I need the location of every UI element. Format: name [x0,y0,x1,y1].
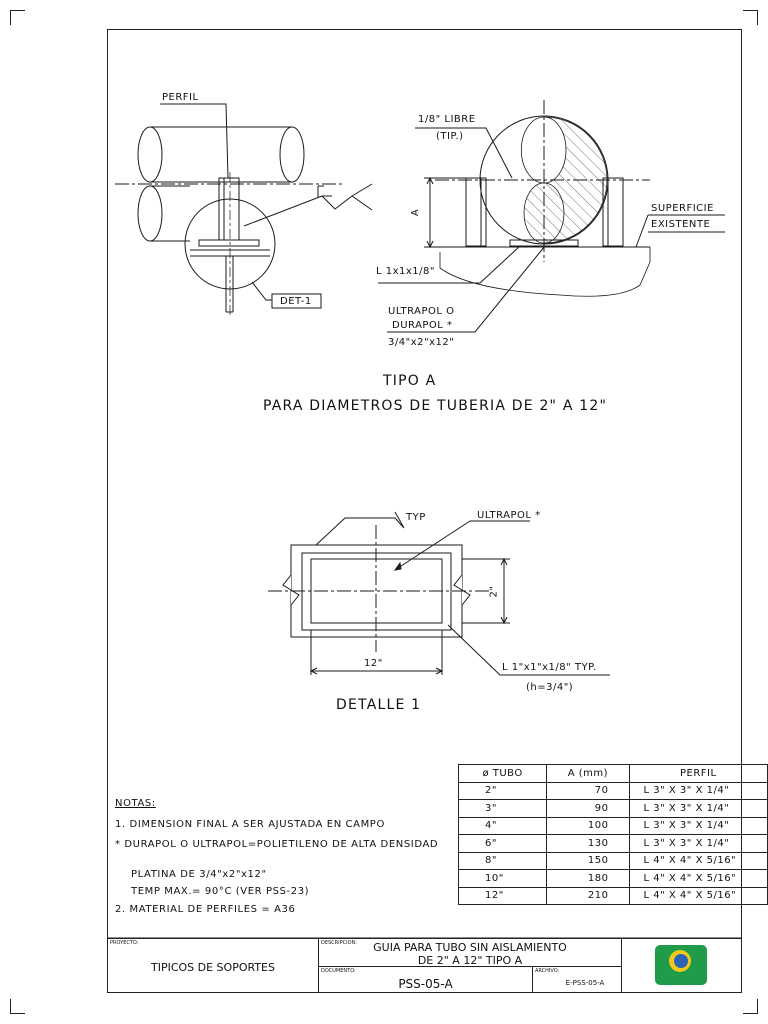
table-row: 12" 210 L 4" X 4" X 5/16" [457,886,768,905]
note-1: 1. DIMENSION FINAL A SER AJUSTADA EN CAM… [115,818,385,830]
file-cell: ARCHIVO: E-PSS-05-A [532,966,622,993]
cell-perfil: L 3" X 3" X 1/4" [628,799,768,818]
description-line-1: GUIA PARA TUBO SIN AISLAMIENTO [373,941,567,954]
libre-label: 1/8" LIBRE [418,114,476,125]
table-row: 10" 180 L 4" X 4" X 5/16" [457,869,768,888]
range-title: PARA DIAMETROS DE TUBERIA DE 2" A 12" [263,398,608,414]
section-view [378,100,725,333]
header-a: A (mm) [546,764,630,783]
table-row: 2" 70 L 3" X 3" X 1/4" [457,781,768,800]
cell-tubo: 2" [457,781,548,800]
detail-title: DETALLE 1 [336,697,422,713]
table-row: 4" 100 L 3" X 3" X 1/4" [457,816,768,835]
cell-perfil: L 4" X 4" X 5/16" [628,851,768,870]
durapol-label: DURAPOL * [392,320,453,331]
cell-perfil: L 4" X 4" X 5/16" [628,869,768,888]
project-caption: PROYECTO: [110,940,139,946]
cell-perfil: L 3" X 3" X 1/4" [628,834,768,853]
file-name: E-PSS-05-A [565,979,605,987]
cell-tubo: 6" [457,834,548,853]
superficie-label: SUPERFICIE [651,203,714,214]
description-line-2: DE 2" A 12" TIPO A [417,954,523,967]
isometric-pipe-view [115,103,373,318]
document-cell: DOCUMENTO: PSS-05-A [318,966,533,993]
table-row: 8" 150 L 4" X 4" X 5/16" [457,851,768,870]
tip-label: (TIP.) [436,131,464,142]
cell-tubo: 3" [457,799,548,818]
cell-a: 130 [546,834,630,853]
cell-a: 150 [546,851,630,870]
sheet-corner-mark [743,999,758,1014]
logo-cell [621,938,742,993]
project-name: TIPICOS DE SOPORTES [150,961,275,974]
perfil-label: PERFIL [162,92,199,103]
typ-label: TYP [406,512,426,523]
sheet-corner-mark [10,10,25,25]
profile-table: ø TUBO A (mm) PERFIL 2" 70 L 3" X 3" X 1… [457,764,768,905]
sheet-corner-mark [10,999,25,1014]
header-perfil: PERFIL [628,764,768,783]
company-logo [655,945,707,985]
det1-label: DET-1 [280,296,312,307]
tipo-title: TIPO A [383,373,437,389]
note-2: 2. MATERIAL DE PERFILES = A36 [115,903,296,915]
notes-block: NOTAS: 1. DIMENSION FINAL A SER AJUSTADA… [115,794,438,920]
ultrapol-o-label: ULTRAPOL O [388,306,455,317]
existente-label: EXISTENTE [651,219,711,230]
cell-perfil: L 3" X 3" X 1/4" [628,816,768,835]
cell-a: 180 [546,869,630,888]
description-caption: DESCRIPCION: [321,940,357,946]
dim-12-label: 12" [364,658,383,669]
cell-a: 90 [546,799,630,818]
notes-title: NOTAS: [115,798,156,809]
document-caption: DOCUMENTO: [321,968,356,974]
table-row: 6" 130 L 3" X 3" X 1/4" [457,834,768,853]
cell-tubo: 8" [457,851,548,870]
angle-label: L 1x1x1/8" [376,266,436,277]
cell-perfil: L 3" X 3" X 1/4" [628,781,768,800]
note-star: * DURAPOL O ULTRAPOL=POLIETILENO DE ALTA… [115,839,439,850]
cell-tubo: 4" [457,816,548,835]
file-caption: ARCHIVO: [535,968,560,974]
h-value-label: (h=3/4") [526,682,574,693]
table-row: 3" 90 L 3" X 3" X 1/4" [457,799,768,818]
document-number: PSS-05-A [398,977,453,991]
detail-1-view [268,511,610,676]
plate-dims-label: 3/4"x2"x12" [388,337,455,348]
cell-tubo: 10" [457,869,548,888]
cell-a: 70 [546,781,630,800]
cell-perfil: L 4" X 4" X 5/16" [628,886,768,905]
description-cell: DESCRIPCION: GUIA PARA TUBO SIN AISLAMIE… [318,938,622,967]
note-temp: TEMP MAX.= 90°C (VER PSS-23) [131,885,310,897]
cell-a: 210 [546,886,630,905]
dim-a-label: A [410,208,422,217]
table-header-row: ø TUBO A (mm) PERFIL [457,764,768,783]
ultrapol-star-label: ULTRAPOL * [477,510,541,521]
logo-center-icon [674,954,688,968]
header-tubo: ø TUBO [457,764,548,783]
angle-typ-label: L 1"x1"x1/8" TYP. [502,662,597,673]
dim-2-label: 2" [488,585,500,598]
project-cell: PROYECTO: TIPICOS DE SOPORTES [107,938,319,993]
sheet-corner-mark [743,10,758,25]
cell-a: 100 [546,816,630,835]
note-platina: PLATINA DE 3/4"x2"x12" [131,868,267,880]
cell-tubo: 12" [457,886,548,905]
title-block: PROYECTO: TIPICOS DE SOPORTES DESCRIPCIO… [107,938,742,993]
